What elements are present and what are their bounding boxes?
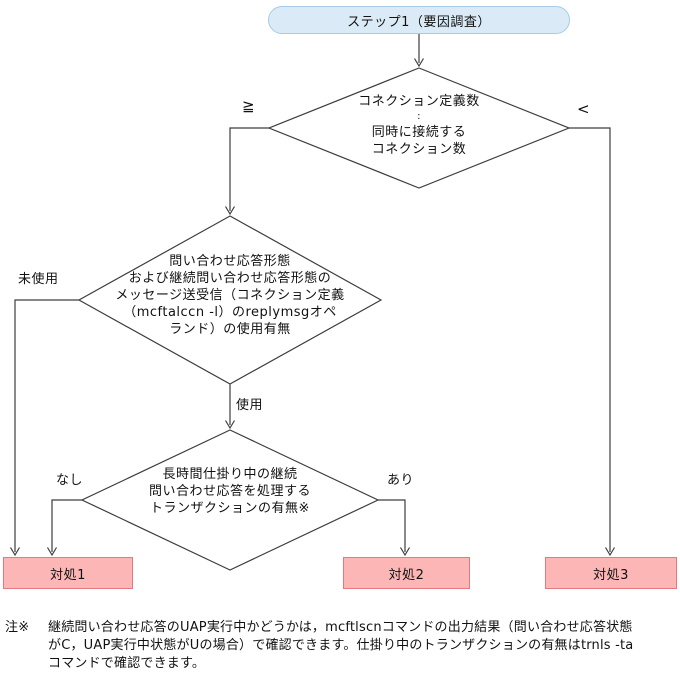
decision2-line: （mcftalccn -l）のreplymsgオペ: [123, 305, 337, 320]
decision1-label: コネクション定義数 : 同時に接続する コネクション数: [319, 93, 519, 158]
decision1-line: 同時に接続する: [371, 125, 467, 140]
action3-node: 対処3: [545, 557, 677, 589]
edge-none-to-action1: [51, 499, 82, 552]
arrowhead-icon: [399, 547, 411, 557]
decision2-line: および継続問い合わせ応答形態の: [128, 271, 332, 286]
decision2-diamond: [77, 215, 383, 385]
branch-label-none: なし: [56, 473, 84, 488]
branch-label-unused: 未使用: [18, 272, 59, 287]
arrowhead-icon: [224, 206, 236, 216]
footnote-line: 継続問い合わせ応答のUAP実行中かどうかは，mcftlscnコマンドの出力結果（…: [48, 620, 633, 635]
decision2-line: 問い合わせ応答形態: [169, 254, 291, 269]
decision3-label: 長時間仕掛り中の継続 問い合わせ応答を処理する トランザクションの有無※: [105, 466, 355, 517]
branch-label-less-than: <: [577, 100, 591, 118]
footnote-line: コマンドで確認できます。: [48, 656, 206, 671]
edge-exists-to-action2: [378, 499, 406, 552]
decision1-diamond: [267, 67, 571, 189]
footnote-marker: 注※: [5, 620, 30, 635]
branch-label-greater-equal: ≧: [242, 97, 256, 115]
arrowhead-icon: [9, 547, 21, 557]
action2-node: 対処2: [343, 557, 470, 589]
decision2-label: 問い合わせ応答形態 および継続問い合わせ応答形態の メッセージ送受信（コネクショ…: [80, 253, 380, 338]
edge-lt-to-action3: [569, 127, 611, 552]
branch-label-used: 使用: [236, 398, 264, 413]
decision3-line: トランザクションの有無※: [150, 501, 310, 516]
branch-label-exists: あり: [387, 473, 415, 488]
decision3-line: 問い合わせ応答を処理する: [148, 484, 311, 499]
footnote-line: がC，UAP実行中状態がUの場合）で確認できます。仕掛り中のトランザクションの有…: [48, 638, 634, 653]
decision1-line: コネクション定義数: [358, 94, 480, 109]
action1-node: 対処1: [3, 557, 133, 589]
edge-unused-to-action1: [14, 299, 79, 552]
arrowhead-icon: [413, 58, 425, 68]
arrowhead-icon: [224, 420, 236, 430]
arrowhead-icon: [46, 547, 58, 557]
start-node: ステップ1（要因調査）: [268, 6, 570, 34]
decision2-line: メッセージ送受信（コネクション定義: [115, 288, 345, 303]
footnote-body: 継続問い合わせ応答のUAP実行中かどうかは，mcftlscnコマンドの出力結果（…: [48, 619, 678, 673]
decision3-line: 長時間仕掛り中の継続: [162, 467, 298, 482]
decision1-line: コネクション数: [371, 142, 467, 157]
edge-ge-to-decision2: [229, 127, 269, 211]
arrowhead-icon: [604, 547, 616, 557]
decision3-diamond: [80, 429, 380, 571]
decision1-colon: :: [417, 111, 421, 122]
decision2-line: ランド）の使用有無: [169, 322, 291, 337]
